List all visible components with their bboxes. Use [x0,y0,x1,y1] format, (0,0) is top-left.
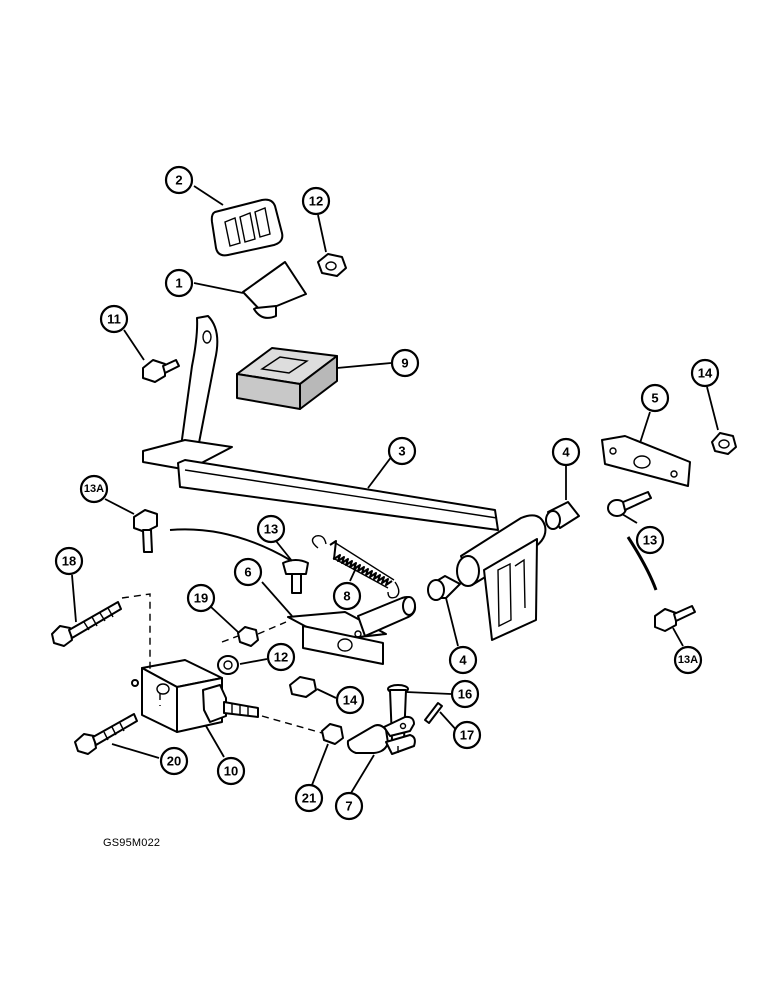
bolt-part [282,559,309,594]
callout-6: 6 [233,557,263,587]
svg-text:5: 5 [651,391,658,406]
nut-part [711,432,737,455]
bracket-part [287,596,417,665]
svg-text:4: 4 [562,445,570,460]
callout-19: 19 [186,583,216,613]
flange-nut-part [289,676,317,698]
callout-14: 14 [335,685,365,715]
callout-13A: 13A [673,645,703,675]
callout-13: 13 [635,525,665,555]
callout-13A: 13A [79,474,109,504]
pedal-lever-part [142,315,547,641]
callout-12: 12 [266,642,296,672]
svg-text:3: 3 [398,444,405,459]
svg-text:14: 14 [698,366,713,381]
svg-text:13: 13 [264,522,278,537]
callout-4: 4 [551,437,581,467]
callout-11: 11 [99,304,129,334]
assembly-line [261,715,323,734]
clevis-part [346,715,416,755]
bushing-part [427,575,461,601]
svg-text:9: 9 [401,356,408,371]
svg-text:13A: 13A [84,483,104,495]
svg-text:2: 2 [175,173,182,188]
bolt-part [142,359,180,383]
jam-nut-part [321,723,344,745]
return-spring-wire [169,528,291,561]
callout-14: 14 [690,358,720,388]
callout-18: 18 [54,546,84,576]
svg-text:12: 12 [274,650,288,665]
svg-text:1: 1 [175,276,182,291]
callout-20: 20 [159,746,189,776]
callout-12: 12 [301,186,331,216]
callout-5: 5 [640,383,670,413]
svg-text:14: 14 [343,693,358,708]
callout-7: 7 [334,791,364,821]
svg-text:11: 11 [107,312,121,327]
assembly-line [257,621,287,635]
adjuster-block-part [131,659,259,733]
nut-part [217,655,239,675]
svg-text:21: 21 [302,791,316,806]
plate-part [601,435,691,487]
svg-text:7: 7 [345,799,352,814]
pedal-pad-part [210,198,284,257]
svg-text:19: 19 [194,591,208,606]
nut-part [237,626,259,647]
foam-pad-part [236,347,338,410]
drawing-code: GS95M022 [103,837,161,849]
svg-text:4: 4 [459,653,467,668]
callout-13: 13 [256,514,286,544]
svg-text:16: 16 [458,687,472,702]
tension-spring-part [311,534,400,599]
callout-8: 8 [332,581,362,611]
callout-2: 2 [164,165,194,195]
cotter-pin-part [424,702,443,724]
svg-text:13: 13 [643,533,657,548]
assembly-line [221,635,239,643]
leader-lines [71,185,719,794]
bolt-part [654,605,696,632]
callout-3: 3 [387,436,417,466]
callout-4: 4 [448,645,478,675]
svg-text:8: 8 [343,589,350,604]
return-spring-wire [626,536,658,591]
svg-text:13A: 13A [678,654,698,666]
bolt-part [133,509,158,553]
bolt-part [74,713,138,755]
callout-10: 10 [216,756,246,786]
svg-text:6: 6 [244,565,251,580]
svg-text:18: 18 [62,554,76,569]
callout-9: 9 [390,348,420,378]
nut-part [317,253,347,277]
long-bolt-part [51,601,122,647]
svg-text:10: 10 [224,764,238,779]
callout-21: 21 [294,783,324,813]
svg-text:12: 12 [309,194,323,209]
bushing-part [545,501,580,530]
callout-16: 16 [450,679,480,709]
pedal-bracket-part [242,261,307,319]
bolt-part [607,491,652,517]
assembly-line [121,593,151,672]
svg-text:17: 17 [460,728,474,743]
callout-17: 17 [452,720,482,750]
callout-1: 1 [164,268,194,298]
svg-text:20: 20 [167,754,181,769]
